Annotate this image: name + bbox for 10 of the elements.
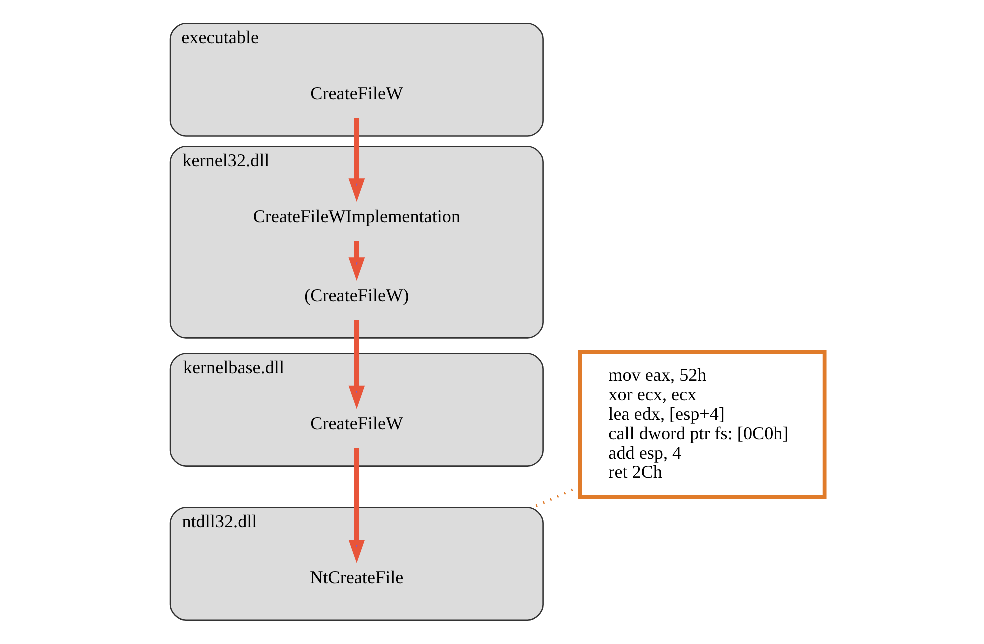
node-text: (CreateFileW) <box>304 286 409 306</box>
arrow <box>348 118 365 202</box>
arrow <box>348 320 365 410</box>
arrow <box>348 448 365 564</box>
node-text: CreateFileW <box>310 84 403 104</box>
node-text: CreateFileW <box>310 414 403 434</box>
node-box: mov eax, 52h xor ecx, ecx lea edx, [esp+4] call dword ptr fs: [0C0h] add esp, 4 ret 2Ch <box>578 350 826 500</box>
arrow <box>348 241 365 281</box>
node-text: NtCreateFile <box>310 568 404 588</box>
node-text: CreateFileWImplementation <box>252 206 460 227</box>
